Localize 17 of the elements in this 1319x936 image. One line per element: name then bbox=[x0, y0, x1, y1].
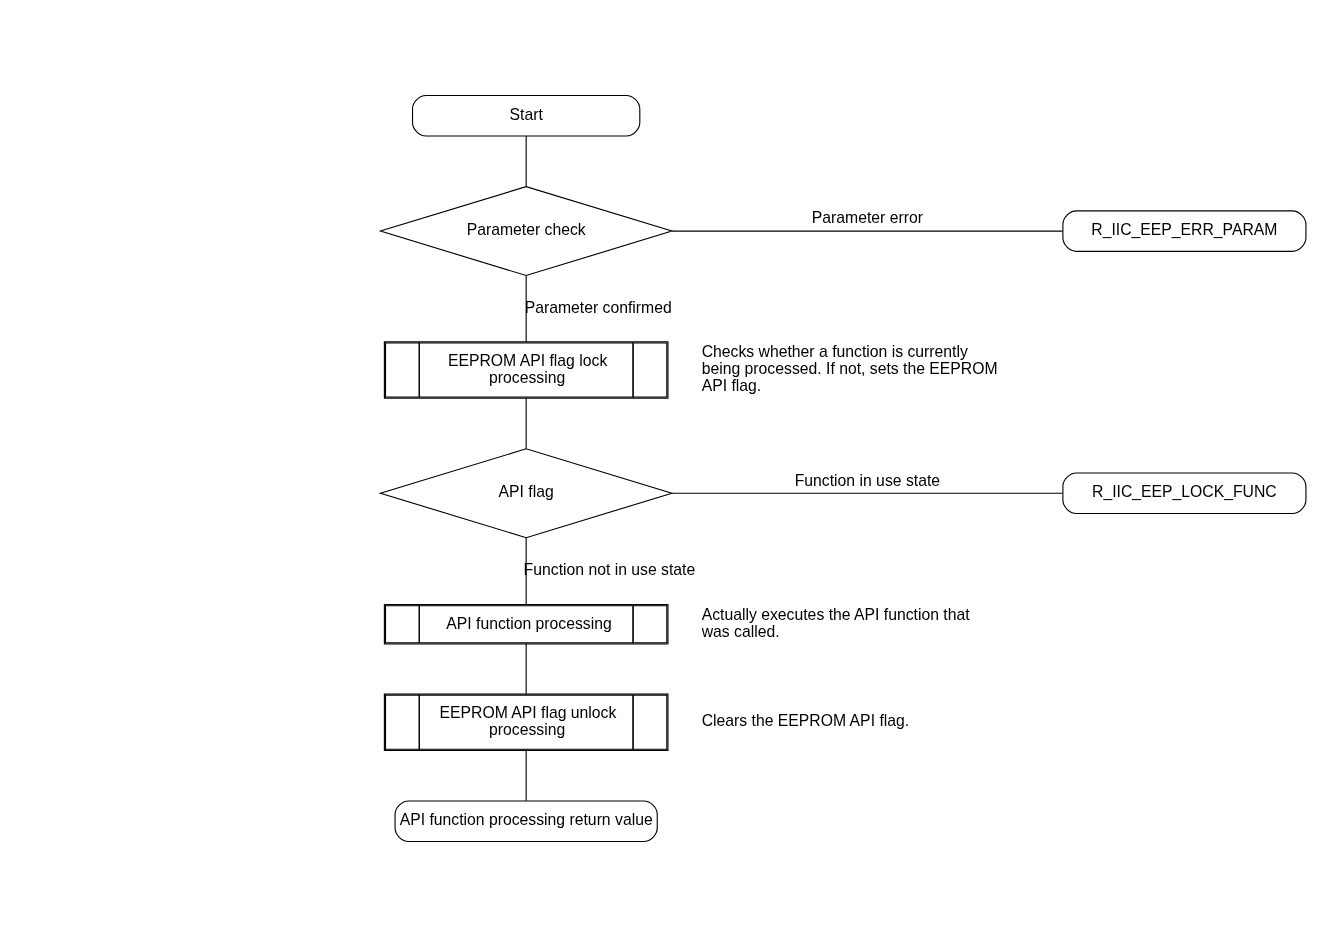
node-diamond: API flag bbox=[378, 447, 674, 538]
node-box: R_IIC_EEP_LOCK_FUNC bbox=[1062, 471, 1307, 514]
node-box: API function processing return value bbox=[394, 799, 658, 842]
node-label: Clears the EEPROM API flag. bbox=[701, 711, 910, 729]
node-diamond: Parameter check bbox=[378, 185, 674, 276]
connector bbox=[525, 397, 527, 449]
node-label: Checks whether a function is currently being processed. If not, sets the EEPROM API flag. bbox=[701, 342, 998, 394]
edge-label: Parameter error bbox=[811, 208, 923, 226]
node-box: Start bbox=[411, 94, 641, 137]
connector bbox=[525, 642, 527, 695]
connector bbox=[671, 230, 1063, 232]
connector bbox=[671, 492, 1063, 494]
node-label: Actually executes the API function that was called. bbox=[701, 605, 970, 640]
node-box: R_IIC_EEP_ERR_PARAM bbox=[1062, 209, 1307, 252]
connector bbox=[525, 749, 527, 801]
connector bbox=[525, 135, 527, 187]
edge-label: Function in use state bbox=[794, 471, 941, 489]
